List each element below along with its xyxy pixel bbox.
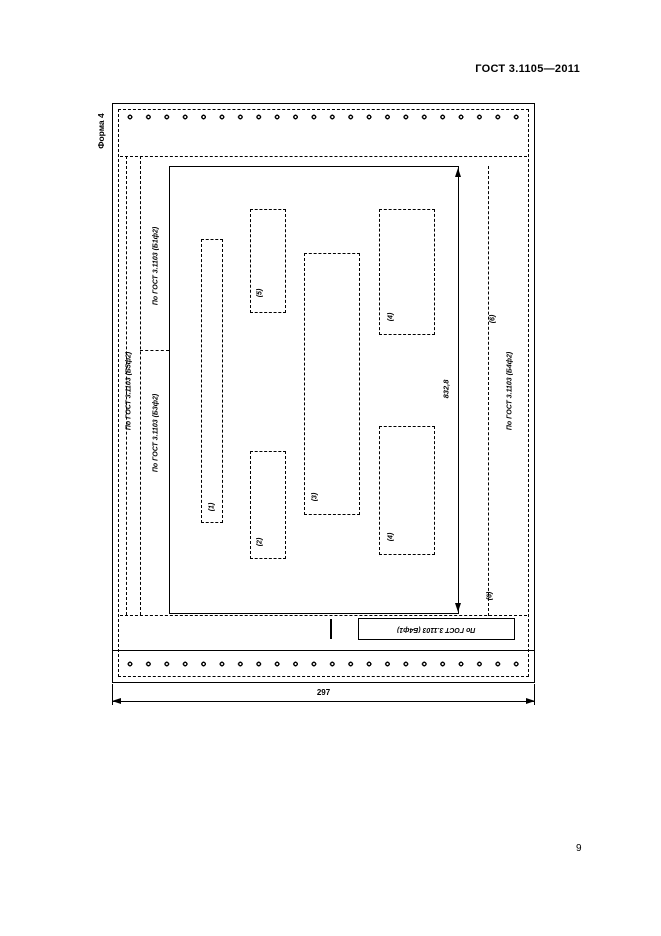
dimension-line-width [112, 701, 535, 702]
perforation-holes-top [121, 112, 526, 122]
inner-dashed-border [118, 109, 529, 677]
right-strip-divider [488, 166, 489, 616]
perforation-holes-bottom [121, 659, 526, 669]
left-note-b1f2: По ГОСТ 3.1103 (Б1ф2) [152, 226, 160, 306]
page-number: 9 [576, 843, 582, 854]
extension-line-left [112, 684, 113, 705]
form-block-3: (3) [304, 253, 360, 515]
graphic-field [169, 166, 459, 614]
form-block-4a: (4) [379, 209, 435, 335]
form-diagram-frame: 832,8 (1) (5) (2) (3) (4) (4) По ГОСТ 3.… [112, 103, 535, 683]
form-block-5: (5) [250, 209, 286, 313]
left-note-b5f2: По ГОСТ 3.1103 (Б5ф2) [125, 351, 133, 431]
block-label-4b: (4) [387, 532, 395, 542]
extension-line-right [534, 684, 535, 705]
right-note-b4f2: По ГОСТ 3.1103 (Б4ф2) [506, 351, 514, 431]
form-block-1: (1) [201, 239, 223, 523]
dimension-arrow-down [455, 603, 461, 612]
dimension-width-label: 297 [316, 688, 331, 697]
left-strip-cross-divider [140, 350, 169, 351]
form-block-2: (2) [250, 451, 286, 559]
left-strip-divider-2 [140, 156, 141, 615]
right-note-top: (6) [489, 314, 497, 324]
dimension-height-label: 832,8 [441, 379, 451, 399]
form-caption: Форма 4 [96, 113, 106, 149]
block-label-1: (1) [208, 502, 216, 512]
left-strip-divider-1 [126, 156, 127, 615]
divider-tick [330, 619, 332, 639]
dimension-arrow-left [112, 698, 121, 704]
right-note-bottom: (6) [486, 591, 494, 601]
bottom-stamp-box: По ГОСТ 3.1103 (Б4ф1) [358, 618, 515, 640]
form-block-4b: (4) [379, 426, 435, 555]
bottom-separator-line [113, 650, 534, 651]
block-label-3: (3) [311, 492, 319, 502]
standard-header: ГОСТ 3.1105—2011 [475, 63, 580, 75]
content-top-boundary [120, 156, 527, 157]
dimension-arrow-right [526, 698, 535, 704]
block-label-5: (5) [256, 288, 264, 298]
left-note-b3f2: По ГОСТ 3.1103 (Б3ф2) [152, 393, 160, 473]
bottom-stamp-label: По ГОСТ 3.1103 (Б4ф1) [397, 625, 476, 633]
content-bottom-boundary [120, 615, 527, 616]
block-label-2: (2) [256, 537, 264, 547]
dimension-arrow-up [455, 168, 461, 177]
block-label-4a: (4) [387, 312, 395, 322]
